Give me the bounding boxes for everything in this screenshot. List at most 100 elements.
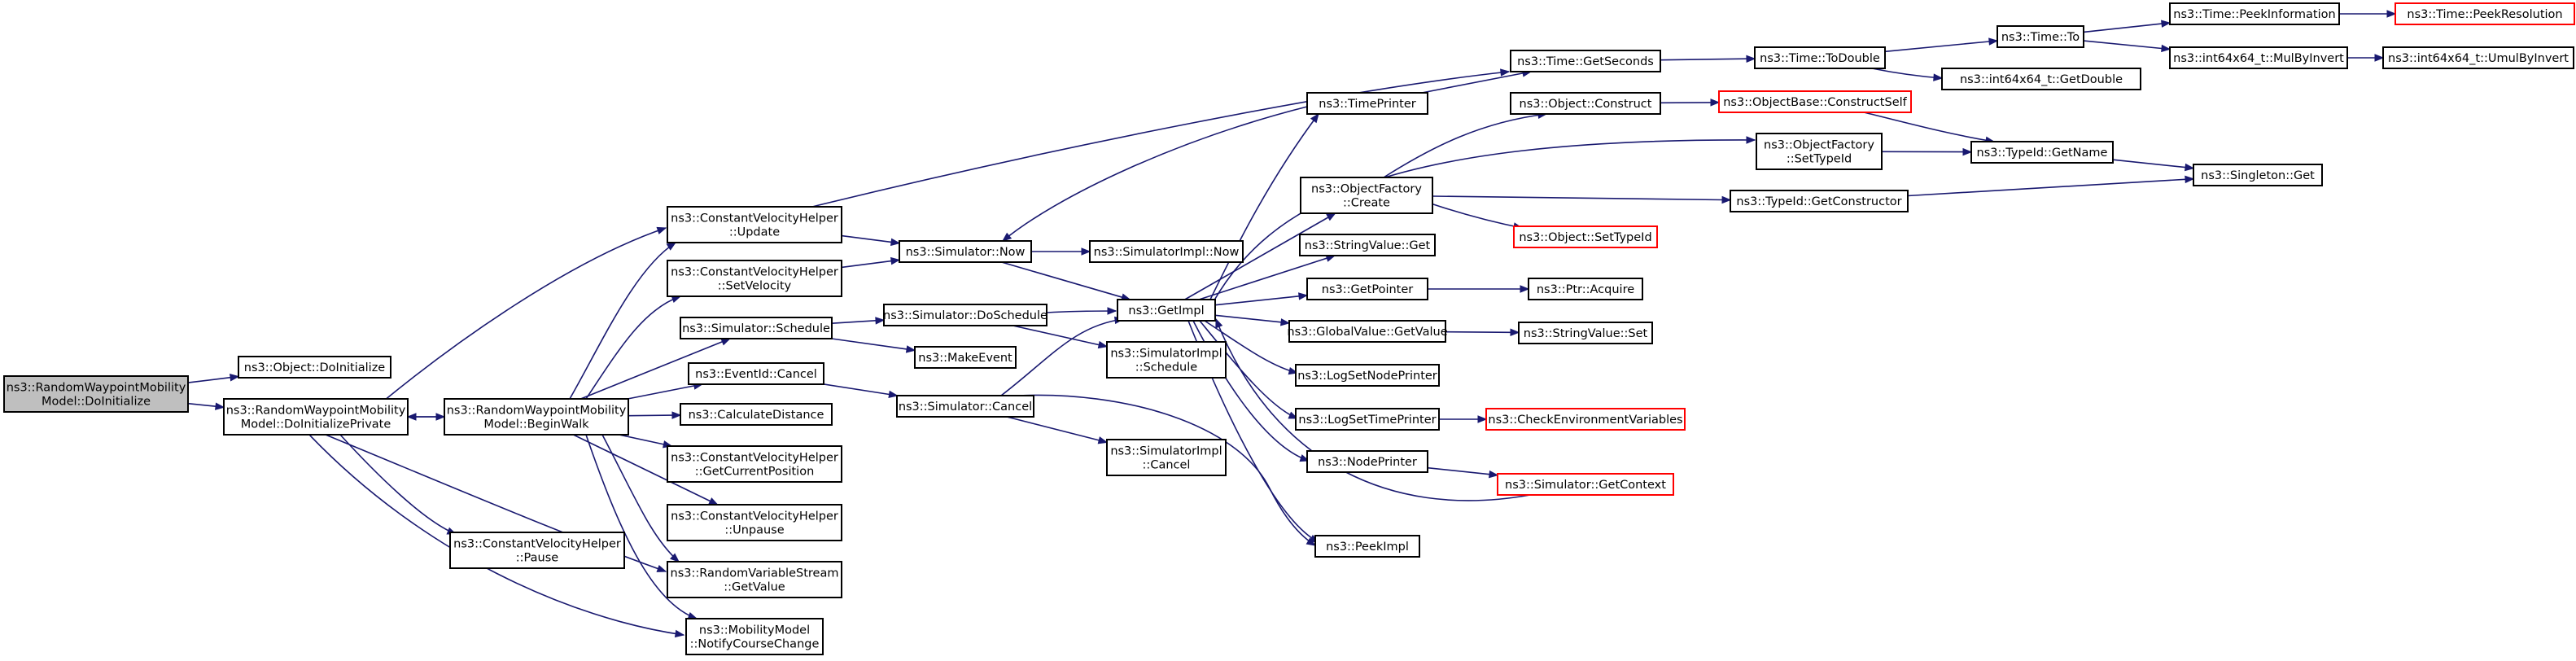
node-label: ::Schedule bbox=[1135, 361, 1197, 374]
node-label: ::Unpause bbox=[724, 524, 784, 537]
node-getdouble[interactable]: ns3::int64x64_t::GetDouble bbox=[1941, 68, 2141, 90]
node-mulbyinvert[interactable]: ns3::int64x64_t::MulByInvert bbox=[2169, 46, 2348, 69]
node-ptracquire[interactable]: ns3::Ptr::Acquire bbox=[1528, 278, 1643, 300]
node-getcurpos[interactable]: ns3::ConstantVelocityHelper::GetCurrentP… bbox=[667, 445, 842, 483]
edge-beginwalk-to-calcdist bbox=[628, 411, 682, 419]
node-label: ns3::Time::GetSeconds bbox=[1517, 55, 1654, 68]
edge-arrowhead bbox=[406, 413, 417, 421]
node-box bbox=[667, 504, 842, 541]
node-beginwalk[interactable]: ns3::RandomWaypointMobilityModel::BeginW… bbox=[444, 398, 629, 436]
edge-line bbox=[1214, 295, 1300, 306]
node-box bbox=[883, 304, 1047, 326]
node-label: ns3::int64x64_t::UmulByInvert bbox=[2388, 52, 2569, 65]
node-svset[interactable]: ns3::StringValue::Set bbox=[1518, 322, 1653, 344]
edge-arrowhead bbox=[670, 553, 680, 563]
node-getseconds[interactable]: ns3::Time::GetSeconds bbox=[1510, 50, 1661, 72]
node-label: ::Cancel bbox=[1143, 459, 1191, 472]
node-gvgetvalue[interactable]: ns3::GlobalValue::GetValue bbox=[1287, 320, 1448, 343]
node-label: ::Pause bbox=[516, 552, 558, 565]
node-label: ns3::MobilityModel bbox=[699, 624, 810, 637]
node-timeto[interactable]: ns3::Time::To bbox=[1997, 25, 2084, 48]
edge-arrowhead bbox=[1215, 317, 1223, 329]
node-schedule[interactable]: ns3::Simulator::Schedule bbox=[680, 317, 833, 339]
node-peekres[interactable]: ns3::Time::PeekResolution bbox=[2394, 2, 2575, 25]
node-label: ::GetCurrentPosition bbox=[695, 466, 815, 479]
edge-arrowhead bbox=[890, 256, 901, 265]
edge-simnow-to-getimpl bbox=[1001, 261, 1131, 301]
node-logsettime[interactable]: ns3::LogSetTimePrinter bbox=[1295, 408, 1440, 431]
node-simcancel[interactable]: ns3::Simulator::Cancel bbox=[896, 395, 1034, 418]
node-cvupdate[interactable]: ns3::ConstantVelocityHelper::Update bbox=[667, 206, 842, 243]
node-box bbox=[238, 356, 391, 379]
edge-line bbox=[1863, 112, 1995, 142]
node-calcdist[interactable]: ns3::CalculateDistance bbox=[680, 403, 833, 426]
node-implnow[interactable]: ns3::SimulatorImpl::Now bbox=[1089, 240, 1244, 263]
edge-timeto-to-peekinfo bbox=[2083, 20, 2171, 33]
node-checkenv[interactable]: ns3::CheckEnvironmentVariables bbox=[1485, 408, 1686, 431]
node-label: ns3::PeekImpl bbox=[1326, 541, 1409, 554]
node-ofsettypeid[interactable]: ns3::ObjectFactory::SetTypeId bbox=[1756, 133, 1883, 170]
node-logsetnode[interactable]: ns3::LogSetNodePrinter bbox=[1295, 364, 1440, 387]
node-simnow[interactable]: ns3::Simulator::Now bbox=[899, 240, 1032, 263]
edge-arrowhead bbox=[2161, 44, 2171, 53]
node-constructself[interactable]: ns3::ObjectBase::ConstructSelf bbox=[1718, 90, 1912, 113]
edge-typeidgetname-to-singleton bbox=[2112, 159, 2195, 172]
node-timeprinter[interactable]: ns3::TimePrinter bbox=[1306, 92, 1428, 115]
node-todouble[interactable]: ns3::Time::ToDouble bbox=[1754, 46, 1886, 69]
node-objconstruct[interactable]: ns3::Object::Construct bbox=[1510, 92, 1661, 115]
node-dosched[interactable]: ns3::Simulator::DoSchedule bbox=[883, 304, 1047, 326]
node-box bbox=[1485, 408, 1686, 431]
node-implsched[interactable]: ns3::SimulatorImpl::Schedule bbox=[1106, 341, 1227, 379]
node-label: ns3::Simulator::GetContext bbox=[1505, 479, 1666, 492]
node-label: ns3::Object::DoInitialize bbox=[244, 361, 386, 374]
node-root[interactable]: ns3::RandomWaypointMobilityModel::DoInit… bbox=[3, 375, 189, 413]
node-ofcreate[interactable]: ns3::ObjectFactory::Create bbox=[1300, 177, 1433, 214]
edge-timeprinter-to-getseconds bbox=[1421, 69, 1533, 94]
node-box bbox=[1718, 90, 1912, 113]
node-objinit[interactable]: ns3::Object::DoInitialize bbox=[238, 356, 391, 379]
node-label: ::SetVelocity bbox=[718, 280, 792, 293]
node-strvalget[interactable]: ns3::StringValue::Get bbox=[1299, 234, 1436, 256]
node-pause[interactable]: ns3::ConstantVelocityHelper::Pause bbox=[449, 532, 625, 569]
edge-timeto-to-mulbyinvert bbox=[2083, 40, 2171, 53]
node-box bbox=[1941, 68, 2141, 90]
node-rvsget[interactable]: ns3::RandomVariableStream::GetValue bbox=[667, 561, 842, 598]
edge-constructself-to-typeidgetname bbox=[1863, 112, 1996, 144]
node-nodeprinter[interactable]: ns3::NodePrinter bbox=[1306, 450, 1428, 473]
node-getcontext[interactable]: ns3::Simulator::GetContext bbox=[1497, 473, 1674, 496]
node-label: ns3::LogSetTimePrinter bbox=[1298, 414, 1436, 427]
node-box bbox=[1295, 408, 1440, 431]
node-getpointer[interactable]: ns3::GetPointer bbox=[1306, 278, 1428, 300]
node-peekinfo[interactable]: ns3::Time::PeekInformation bbox=[2169, 2, 2340, 25]
node-peekimpl[interactable]: ns3::PeekImpl bbox=[1314, 535, 1420, 558]
node-unpause[interactable]: ns3::ConstantVelocityHelper::Unpause bbox=[667, 504, 842, 541]
node-notify[interactable]: ns3::MobilityModel::NotifyCourseChange bbox=[685, 618, 824, 655]
node-box bbox=[896, 395, 1034, 418]
node-eventcancel[interactable]: ns3::EventId::Cancel bbox=[688, 362, 824, 385]
node-getconstructor[interactable]: ns3::TypeId::GetConstructor bbox=[1730, 190, 1909, 212]
node-setvel[interactable]: ns3::ConstantVelocityHelper::SetVelocity bbox=[667, 260, 842, 297]
node-objsettypeid[interactable]: ns3::Object::SetTypeId bbox=[1513, 225, 1658, 248]
node-doinitpriv[interactable]: ns3::RandomWaypointMobilityModel::DoInit… bbox=[223, 398, 409, 436]
node-implcancel[interactable]: ns3::SimulatorImpl::Cancel bbox=[1106, 439, 1227, 476]
edge-line bbox=[1214, 314, 1282, 323]
node-makeevent[interactable]: ns3::MakeEvent bbox=[914, 346, 1017, 369]
edge-ofsettypeid-to-typeidgetname bbox=[1881, 147, 1973, 156]
node-typeidgetname[interactable]: ns3::TypeId::GetName bbox=[1970, 141, 2114, 164]
node-label: ns3::Ptr::Acquire bbox=[1537, 283, 1634, 296]
node-getimpl[interactable]: ns3::GetImpl bbox=[1117, 299, 1216, 322]
node-label: ns3::SimulatorImpl::Now bbox=[1094, 246, 1240, 259]
edge-line bbox=[601, 434, 680, 563]
node-box bbox=[1497, 473, 1674, 496]
node-singleton[interactable]: ns3::Singleton::Get bbox=[2193, 164, 2323, 186]
edge-line bbox=[1430, 203, 1523, 229]
edge-arrowhead bbox=[1500, 68, 1511, 77]
node-label: ::GetValue bbox=[724, 581, 785, 594]
node-box bbox=[1510, 50, 1661, 72]
edge-beginwalk-to-setvel bbox=[585, 295, 682, 400]
edge-eventcancel-to-simcancel bbox=[823, 383, 899, 399]
edge-line bbox=[1445, 330, 1511, 334]
node-box bbox=[688, 362, 824, 385]
edge-arrowhead bbox=[656, 565, 667, 572]
node-umulbyinvert[interactable]: ns3::int64x64_t::UmulByInvert bbox=[2382, 46, 2574, 69]
